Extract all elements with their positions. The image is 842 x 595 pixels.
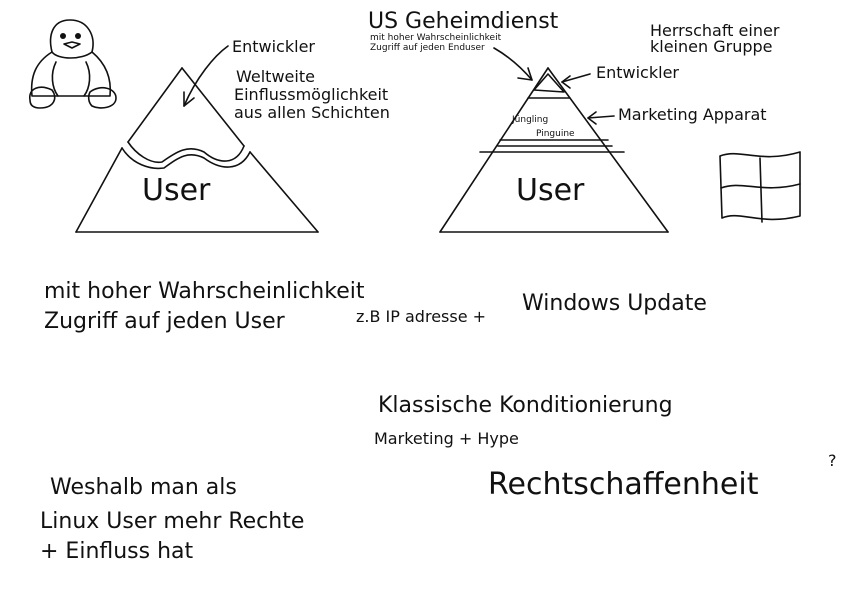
right-top-note-sub-1: mit hoher Wahrscheinlichkeit	[370, 33, 502, 43]
right-top-note: US Geheimdienst	[368, 9, 559, 34]
left-apex-label: Entwickler	[232, 37, 315, 56]
marketing-label: Marketing Apparat	[618, 105, 767, 124]
side-note-line-2: kleinen Gruppe	[650, 37, 772, 56]
note-line-2: Zugriff auf jeden User	[44, 309, 286, 334]
note-line-2-b: z.B IP adresse +	[356, 307, 486, 326]
bottom-line-2: Linux User mehr Rechte	[40, 509, 304, 534]
left-description-line-3: aus allen Schichten	[234, 103, 390, 122]
right-apex-label: Entwickler	[596, 63, 679, 82]
left-description-line-2: Einflussmöglichkeit	[234, 85, 388, 104]
side-note-line-1: Herrschaft einer	[650, 21, 780, 40]
question-mark: ?	[828, 451, 837, 470]
right-pyramid: User	[439, 47, 669, 233]
note-line-1: mit hoher Wahrscheinlichkeit	[44, 279, 365, 304]
right-middle-layer-1: Jüngling	[511, 115, 548, 125]
bottom-line-1: Weshalb man als	[50, 475, 237, 500]
klassische-konditionierung: Klassische Konditionierung	[378, 393, 673, 418]
left-base-label: User	[142, 173, 211, 208]
rechtschaffenheit: Rechtschaffenheit	[488, 467, 759, 502]
tux-penguin-icon	[29, 19, 117, 109]
marketing-hype: Marketing + Hype	[374, 429, 519, 448]
right-middle-layer-2: Pinguine	[536, 129, 575, 139]
windows-flag-icon	[719, 151, 801, 223]
note-line-2-c: Windows Update	[522, 291, 707, 316]
left-description-line-1: Weltweite	[236, 67, 315, 86]
left-pyramid: User	[75, 45, 319, 233]
bottom-line-3: + Einfluss hat	[40, 539, 194, 564]
right-base-label: User	[516, 173, 585, 208]
right-top-note-sub-2: Zugriff auf jeden Enduser	[370, 43, 485, 53]
